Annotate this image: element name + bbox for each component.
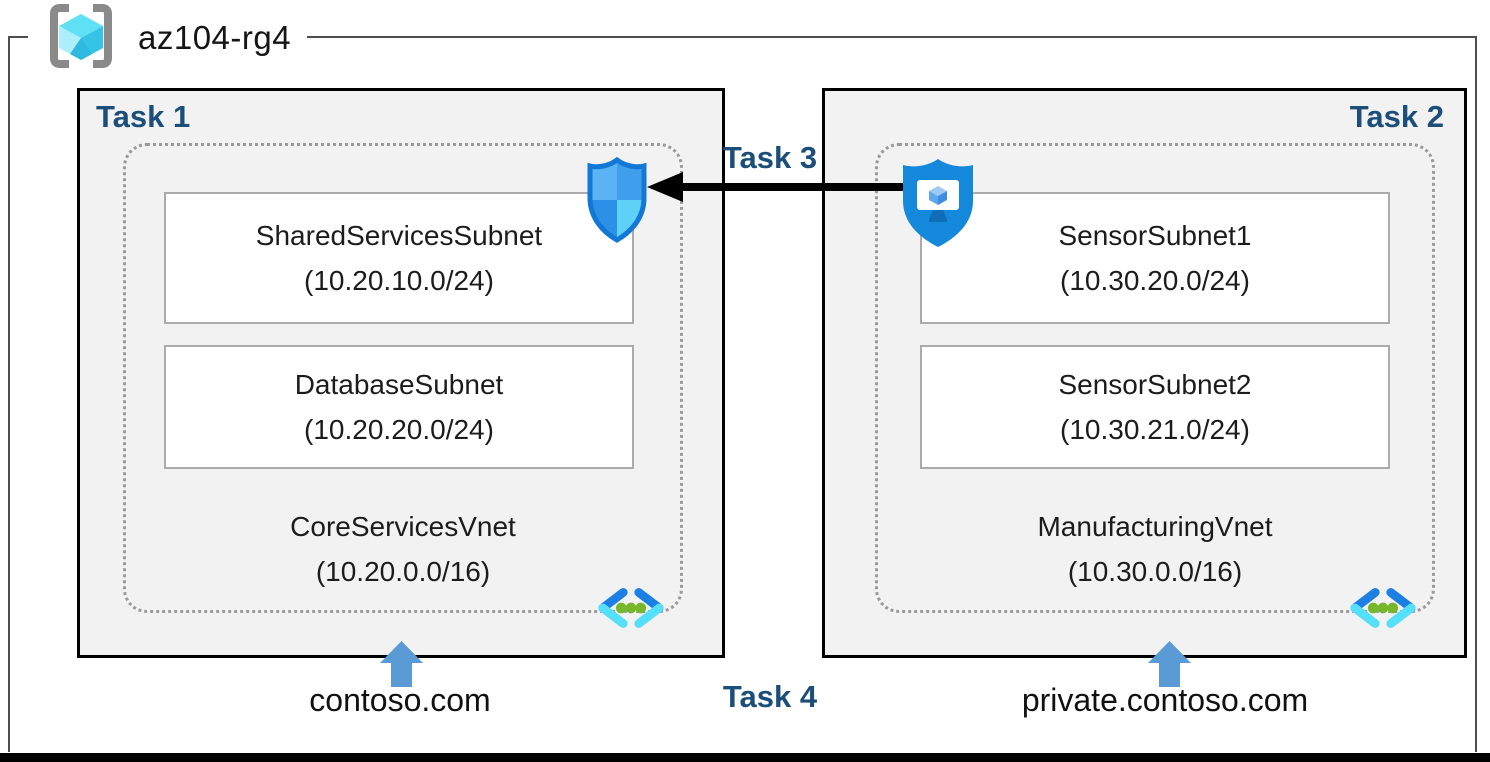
private-dns-zone-label: private.contoso.com: [1021, 682, 1309, 718]
up-arrow-icon: [380, 641, 423, 687]
task1-box: Task 1 SharedServicesSubnet (10.20.10.0/…: [77, 88, 725, 658]
resource-group-icon: [44, 2, 118, 75]
subnet-cidr: (10.20.20.0/24): [304, 414, 494, 445]
dns-zone-label: contoso.com: [309, 682, 491, 718]
resource-group-label: az104-rg4: [28, 0, 308, 76]
sensor-subnet1-box: SensorSubnet1 (10.30.20.0/24): [920, 192, 1390, 324]
task3-arrow: [647, 172, 957, 202]
task1-label: Task 1: [96, 99, 191, 134]
shared-services-subnet-box: SharedServicesSubnet (10.20.10.0/24): [164, 192, 634, 324]
core-services-vnet-caption: CoreServicesVnet (10.20.0.0/16): [126, 504, 680, 594]
up-arrow-icon: [1148, 641, 1191, 687]
subnet-name: SharedServicesSubnet: [255, 220, 543, 251]
bastion-shield-icon: [898, 156, 978, 250]
sensor-subnet2-box: SensorSubnet2 (10.30.21.0/24): [920, 345, 1390, 469]
subnet-cidr: (10.30.20.0/24): [1060, 265, 1250, 296]
vnet-cidr: (10.30.0.0/16): [1067, 556, 1243, 587]
manufacturing-vnet-boundary: SensorSubnet1 (10.30.20.0/24) SensorSubn…: [875, 143, 1435, 628]
subnet-name: SensorSubnet2: [1058, 369, 1252, 400]
virtual-network-icon: [596, 586, 666, 630]
task4-label: Task 4: [722, 679, 818, 714]
subnet-cidr: (10.20.10.0/24): [304, 265, 494, 296]
vnet-name: ManufacturingVnet: [1037, 511, 1273, 542]
subnet-name: DatabaseSubnet: [294, 369, 504, 400]
task3-label: Task 3: [722, 140, 818, 175]
virtual-network-icon: [1348, 586, 1418, 630]
resource-group-name: az104-rg4: [138, 19, 292, 56]
task2-box: Task 2 SensorSubnet1 (10.30.20.0/24) Sen…: [822, 88, 1467, 658]
manufacturing-vnet-caption: ManufacturingVnet (10.30.0.0/16): [878, 504, 1432, 594]
subnet-name: SensorSubnet1: [1058, 220, 1252, 251]
nsg-shield-icon: [586, 156, 648, 244]
database-subnet-box: DatabaseSubnet (10.20.20.0/24): [164, 345, 634, 469]
task2-label: Task 2: [1349, 99, 1444, 134]
vnet-name: CoreServicesVnet: [290, 511, 516, 542]
core-services-vnet-boundary: SharedServicesSubnet (10.20.10.0/24) Dat…: [123, 143, 683, 628]
bottom-edge-bar: [0, 753, 1490, 762]
vnet-cidr: (10.20.0.0/16): [315, 556, 491, 587]
subnet-cidr: (10.30.21.0/24): [1060, 414, 1250, 445]
resource-group-boundary: [8, 36, 1477, 752]
